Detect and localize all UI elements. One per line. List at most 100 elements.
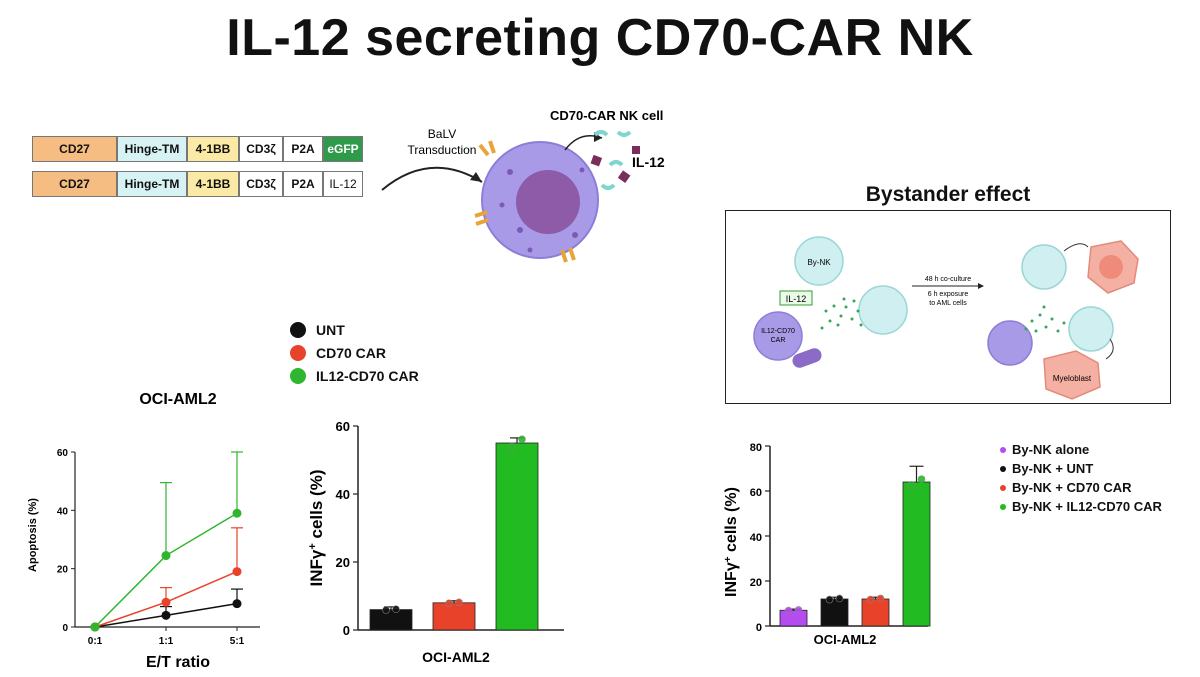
page-title: IL-12 secreting CD70-CAR NK bbox=[226, 9, 974, 67]
y-tick-label: 60 bbox=[750, 487, 762, 499]
segment-cd3z: CD3ζ bbox=[239, 136, 283, 162]
y-tick-label: 0 bbox=[62, 623, 68, 634]
data-point bbox=[161, 610, 171, 620]
segment-il12: IL-12 bbox=[323, 171, 363, 197]
legend-item-by-nk-unt: By-NK + UNT bbox=[1000, 459, 1162, 478]
replicate-point bbox=[866, 595, 875, 604]
x-axis-label: E/T ratio bbox=[146, 654, 210, 671]
data-point bbox=[90, 622, 100, 632]
legend-dot-icon bbox=[290, 344, 306, 361]
segment-cd27: CD27 bbox=[32, 136, 117, 162]
legend-dot-icon bbox=[1000, 446, 1006, 453]
replicate-point bbox=[835, 594, 844, 603]
legend-label: By-NK alone bbox=[1012, 442, 1090, 457]
segment-cd3z: CD3ζ bbox=[239, 171, 283, 197]
segment-p2a: P2A bbox=[283, 171, 323, 197]
data-point bbox=[232, 567, 242, 577]
step2-text: 6 h exposure bbox=[928, 291, 969, 298]
y-tick-label: 60 bbox=[336, 419, 350, 434]
legend-item-by-nk-il12-cd70-car: By-NK + IL12-CD70 CAR bbox=[1000, 497, 1162, 516]
nk-cell-nucleus bbox=[516, 170, 580, 234]
replicate-point bbox=[794, 606, 803, 614]
bar bbox=[779, 609, 808, 627]
legend-item-cd70-car: CD70 CAR bbox=[290, 341, 419, 364]
step1-text: 48 h co-culture bbox=[925, 276, 971, 283]
segment-4-1bb: 4-1BB bbox=[187, 136, 239, 162]
by-nk-cell bbox=[794, 236, 844, 286]
bar bbox=[369, 609, 413, 631]
segment-egfp: eGFP bbox=[323, 136, 363, 162]
apoptosis-line-chart: OCI-AML2 Apoptosis (%) E/T ratio 0204060… bbox=[27, 391, 260, 671]
replicate-point bbox=[392, 605, 400, 613]
segment-hinge-tm: Hinge-TM bbox=[117, 171, 187, 197]
y-tick-label: 40 bbox=[336, 487, 350, 502]
replicate-point bbox=[876, 594, 885, 603]
chart-title: OCI-AML2 bbox=[139, 391, 216, 408]
y-axis-label: INFγ+ cells (%) bbox=[307, 470, 326, 587]
x-tick-label: 5:1 bbox=[230, 636, 245, 647]
legend-label: By-NK + IL12-CD70 CAR bbox=[1012, 499, 1162, 514]
il12-label: IL-12 bbox=[632, 154, 665, 170]
replicate-point bbox=[825, 595, 834, 604]
arrow-line bbox=[381, 166, 483, 191]
legend-item-unt: UNT bbox=[290, 318, 419, 341]
segment-cd27: CD27 bbox=[32, 171, 117, 197]
construct-il12: CD27 Hinge-TM 4-1BB CD3ζ P2A IL-12 bbox=[32, 171, 363, 199]
replicate-point bbox=[784, 606, 793, 615]
bystander-legend: By-NK alone By-NK + UNT By-NK + CD70 CAR… bbox=[1000, 440, 1162, 516]
x-axis-label: OCI-AML2 bbox=[814, 632, 877, 647]
x-axis-label: OCI-AML2 bbox=[422, 649, 490, 665]
x-tick-label: 1:1 bbox=[159, 636, 174, 647]
legend-dot-icon bbox=[1000, 503, 1006, 510]
arrow-head-icon bbox=[470, 172, 482, 182]
by-nk-label: By-NK bbox=[807, 258, 831, 267]
replicate-point bbox=[455, 598, 463, 607]
legend-label: IL12-CD70 CAR bbox=[316, 367, 419, 384]
transduction-line1: BaLV bbox=[428, 127, 456, 141]
segment-hinge-tm: Hinge-TM bbox=[117, 136, 187, 162]
legend-item-il12-cd70-car: IL12-CD70 CAR bbox=[290, 364, 419, 387]
y-tick-label: 20 bbox=[57, 565, 69, 576]
replicate-point bbox=[907, 481, 916, 489]
x-tick-label: 0:1 bbox=[88, 636, 103, 647]
data-point bbox=[161, 551, 171, 561]
y-tick-label: 0 bbox=[756, 622, 762, 634]
legend-label: UNT bbox=[316, 321, 345, 338]
segment-4-1bb: 4-1BB bbox=[187, 171, 239, 197]
receptor-icon bbox=[478, 140, 496, 157]
step3-text: to AML cells bbox=[929, 300, 967, 307]
legend: UNT CD70 CAR IL12-CD70 CAR bbox=[290, 318, 419, 387]
receptor-icon bbox=[560, 247, 576, 263]
replicate-point bbox=[445, 599, 453, 608]
y-tick-label: 80 bbox=[750, 442, 762, 454]
nk-cell-diagram: BaLV Transduction CD70-CAR NK cell IL-12 bbox=[381, 110, 665, 263]
bystander-diagram: By-NK IL-12 IL12-CD70 CAR 48 h co-cultur… bbox=[753, 236, 1139, 400]
y-tick-label: 40 bbox=[57, 506, 69, 517]
y-tick-label: 0 bbox=[343, 623, 350, 638]
il12-box bbox=[779, 290, 813, 306]
legend-label: CD70 CAR bbox=[316, 344, 387, 361]
legend-item-by-nk-cd70-car: By-NK + CD70 CAR bbox=[1000, 478, 1162, 497]
y-axis-label: INFγ+ cells (%) bbox=[723, 487, 741, 597]
myeloblast-label: Myeloblast bbox=[1053, 374, 1092, 383]
replicate-point bbox=[518, 435, 526, 444]
segment-p2a: P2A bbox=[283, 136, 323, 162]
y-axis-label: Apoptosis (%) bbox=[27, 498, 39, 572]
bar bbox=[902, 481, 931, 627]
bystander-panel: By-NK IL-12 IL12-CD70 CAR 48 h co-cultur… bbox=[725, 210, 1171, 404]
legend-item-by-nk-alone: By-NK alone bbox=[1000, 440, 1162, 459]
il12-dots bbox=[820, 297, 863, 330]
data-point bbox=[161, 597, 171, 607]
legend-label: By-NK + CD70 CAR bbox=[1012, 480, 1132, 495]
receptor-icon bbox=[474, 210, 489, 226]
replicate-point bbox=[382, 606, 390, 614]
data-point bbox=[232, 599, 242, 609]
y-tick-label: 20 bbox=[750, 577, 762, 589]
replicate-point bbox=[917, 475, 926, 483]
car-label-2: CAR bbox=[771, 337, 786, 344]
data-point bbox=[232, 508, 242, 518]
bar bbox=[495, 442, 539, 631]
car-label-1: IL12-CD70 bbox=[761, 328, 795, 335]
